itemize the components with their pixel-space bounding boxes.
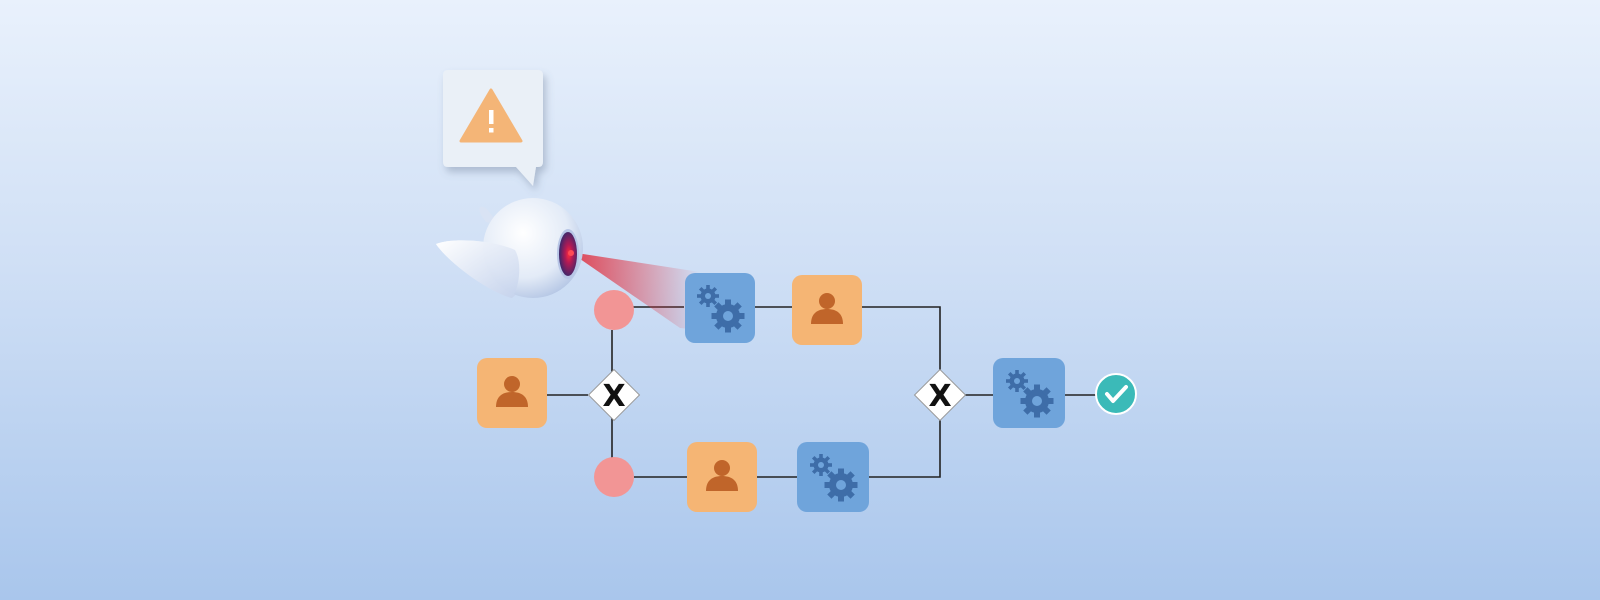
bottom-human-task[interactable] xyxy=(687,442,757,512)
warning-triangle-icon xyxy=(459,88,523,143)
connector-bottom-auto-to-join xyxy=(868,418,941,478)
top-automated-task[interactable] xyxy=(685,273,755,343)
split-gateway[interactable]: X xyxy=(587,368,641,422)
surveillance-camera-icon xyxy=(436,198,583,298)
end-event[interactable] xyxy=(1095,373,1137,415)
bottom-intermediate-event[interactable] xyxy=(594,457,634,497)
bottom-automated-task[interactable] xyxy=(797,442,869,512)
start-human-task[interactable] xyxy=(477,358,547,428)
split-gateway-label: X xyxy=(602,379,625,414)
join-gateway-label: X xyxy=(928,379,951,414)
top-intermediate-event[interactable] xyxy=(594,290,634,330)
final-automated-task[interactable] xyxy=(993,358,1065,428)
connectors xyxy=(546,306,1096,478)
top-human-task[interactable] xyxy=(792,275,862,345)
connector-top-human-to-join xyxy=(862,306,941,372)
check-icon xyxy=(1105,385,1128,403)
camera-beam xyxy=(570,252,700,330)
join-gateway[interactable]: X xyxy=(913,368,967,422)
